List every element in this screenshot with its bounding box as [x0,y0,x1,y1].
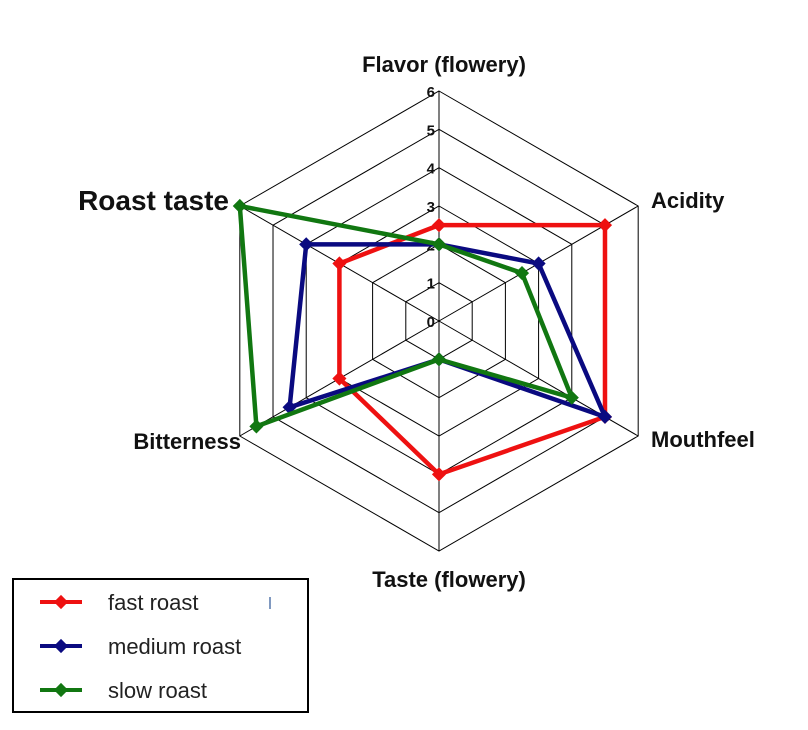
data-point-fast-roast-0 [431,218,447,233]
series-slow-roast [232,198,579,434]
axis-label-taste-flowery: Taste (flowery) [372,567,526,592]
axis-label-flavor-flowery: Flavor (flowery) [362,52,526,77]
data-point-fast-roast-4 [332,371,347,386]
legend-label-medium-roast: medium roast [108,634,241,659]
data-point-medium-roast-2 [597,409,613,424]
data-point-slow-roast-2 [564,390,579,405]
data-point-slow-roast-3 [431,352,447,367]
tick-label-4: 4 [427,161,436,178]
tick-label-1: 1 [427,276,435,293]
data-point-slow-roast-5 [232,198,247,214]
axis-labels: Flavor (flowery) Acidity Mouthfeel Taste… [78,52,755,592]
data-point-slow-roast-0 [431,237,447,252]
legend-item-fast-roast: fast roast [40,590,198,615]
data-point-slow-roast-4 [249,419,264,434]
legend-item-medium-roast: medium roast [40,634,241,659]
series-line-fast-roast [337,222,608,477]
data-point-fast-roast-5 [332,256,347,271]
tick-label-6: 6 [427,84,435,101]
series-line-medium-roast [287,242,610,421]
axis-label-acidity: Acidity [651,188,725,213]
legend-label-slow-roast: slow roast [108,678,207,703]
tick-label-3: 3 [427,199,435,216]
legend-label-fast-roast: fast roast [108,590,198,615]
legend-item-slow-roast: slow roast [40,678,207,703]
legend-marker-slow-roast [53,682,69,698]
data-point-slow-roast-1 [514,266,530,281]
legend-marker-fast-roast [53,594,69,610]
axis-label-roast-taste: Roast taste [78,185,229,216]
data-point-fast-roast-1 [597,218,613,233]
axis-label-bitterness: Bitterness [133,429,241,454]
legend-marker-medium-roast [53,638,69,654]
data-point-medium-roast-5 [299,237,314,252]
data-point-fast-roast-3 [431,467,447,482]
tick-label-0: 0 [427,314,435,331]
legend: fast roast medium roast slow roast [12,578,309,713]
tick-label-5: 5 [427,122,435,139]
series-layer [232,198,613,482]
data-point-medium-roast-1 [531,256,546,271]
axis-label-mouthfeel: Mouthfeel [651,427,755,452]
